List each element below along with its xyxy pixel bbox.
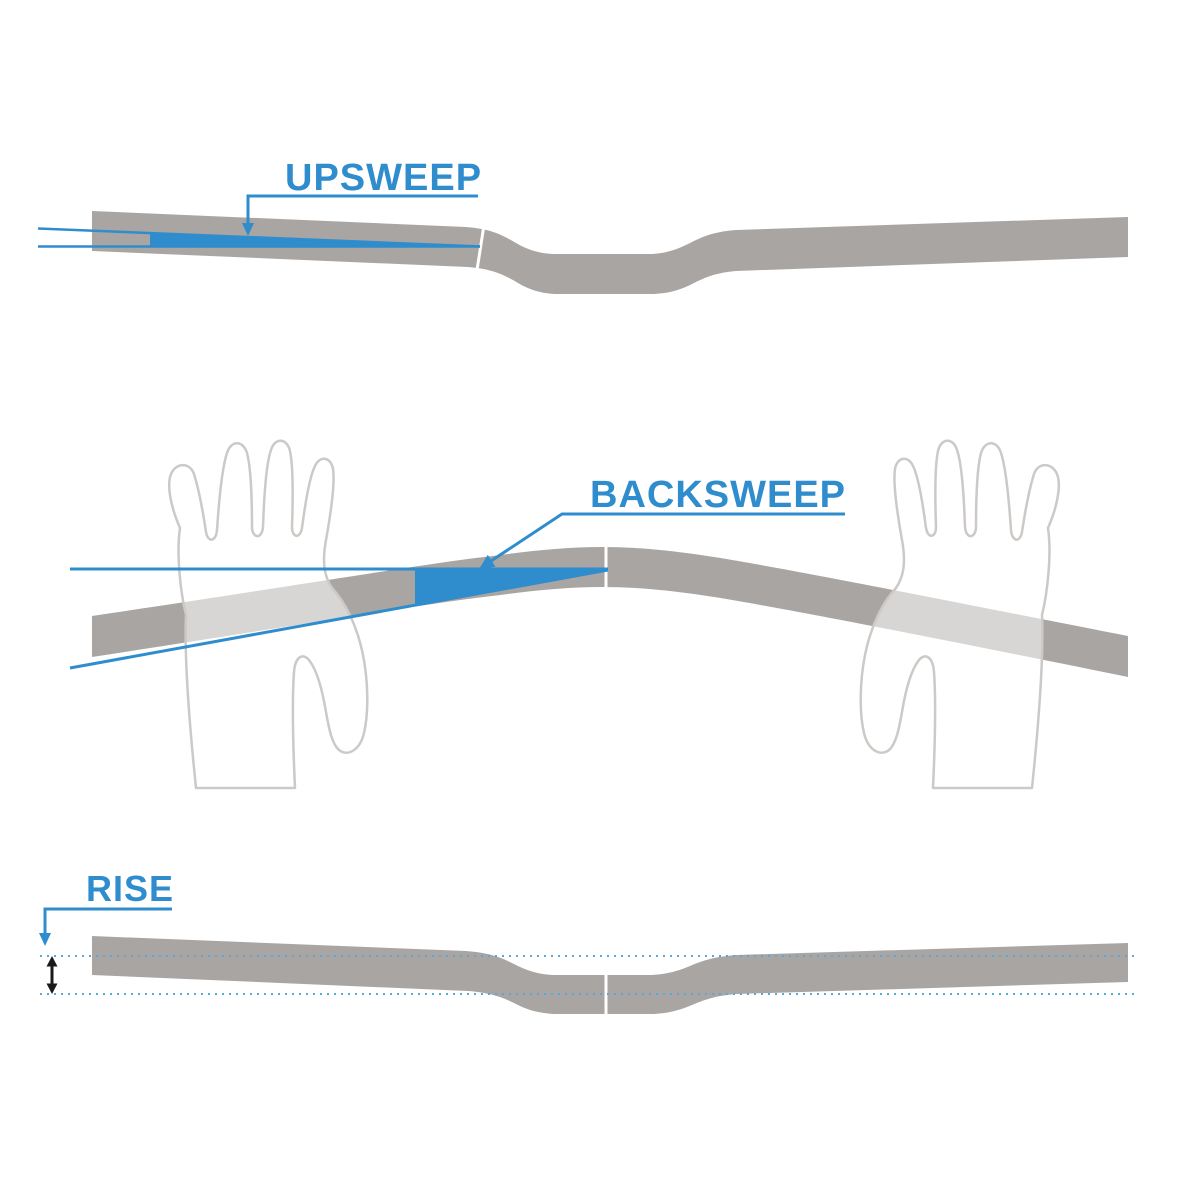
rise-label: RISE: [86, 868, 174, 909]
backsweep-label: BACKSWEEP: [590, 474, 846, 516]
upsweep-label: UPSWEEP: [285, 157, 482, 199]
right-hand-outline: [859, 439, 1061, 790]
handlebar-top-view: [92, 547, 1128, 677]
rise-measure-arrow-up-icon: [46, 956, 58, 967]
left-hand-outline: [168, 439, 369, 790]
rise-leader-line: [43, 907, 172, 933]
upsweep-angle-line-sloped: [37, 227, 481, 248]
upsweep-arrow-icon: [242, 223, 254, 236]
rise-measure-double-arrow: [46, 956, 58, 994]
handlebar-rise-view: [92, 936, 1128, 1014]
upsweep-section: UPSWEEP: [37, 157, 1128, 294]
rise-arrow-icon: [39, 933, 51, 946]
backsweep-arrow-icon: [479, 554, 496, 569]
rise-section: RISE: [39, 868, 1136, 1014]
rise-measure-arrow-down-icon: [46, 983, 58, 994]
handlebar-front-view: [92, 211, 1128, 294]
upsweep-leader-line: [246, 194, 478, 224]
backsweep-angle-line-sloped: [69, 568, 609, 670]
backsweep-leader-line: [490, 512, 845, 563]
backsweep-section: BACKSWEEP: [69, 439, 1128, 790]
handlebar-bend-divider: [475, 224, 486, 271]
